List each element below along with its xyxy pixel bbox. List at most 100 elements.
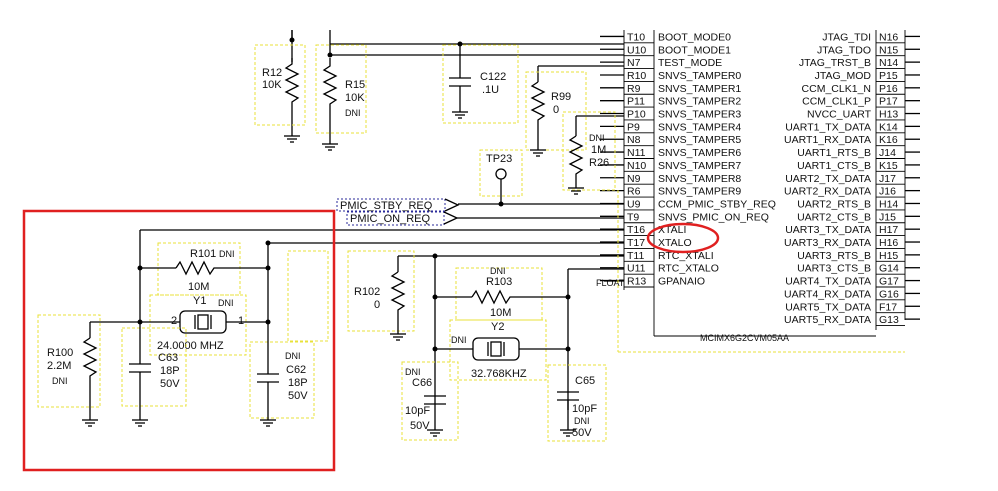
pin-name: SNVS_TAMPER9 (658, 186, 741, 198)
c66-value: 10pF (405, 405, 430, 417)
chip-part-number: MCIMX6G2CVM05AA (700, 333, 789, 343)
pin-name: SNVS_TAMPER5 (658, 134, 741, 146)
pin-number: G16 (879, 288, 899, 300)
c66-note: DNI (405, 367, 421, 377)
pin-number: H16 (879, 237, 898, 249)
pin-name: UART3_TX_DATA (785, 224, 871, 236)
pin-number: R6 (627, 186, 641, 198)
pin-number: N11 (627, 147, 646, 159)
net-label-pmic-on: PMIC_ON_REQ (350, 213, 431, 225)
r101-body (175, 260, 268, 276)
ground-icon (82, 412, 98, 427)
net-label-float: FLOAT (596, 278, 625, 288)
c62-value: 18P (288, 377, 308, 389)
c63-ref: C63 (158, 352, 178, 364)
pin-name: BOOT_MODE0 (658, 31, 731, 43)
c65-ref: C65 (575, 375, 595, 387)
r102-ref: R102 (354, 286, 380, 298)
r101-note: DNI (219, 249, 235, 259)
y1-ref: Y1 (193, 295, 206, 307)
r15-body (322, 58, 338, 138)
r99-value: 0 (553, 104, 559, 116)
y2-note: DNI (451, 335, 467, 345)
pin-name: RTC_XTALI (658, 250, 714, 262)
pin-number: U9 (627, 198, 641, 210)
pin-name: JTAG_TRST_B (799, 57, 871, 69)
pin-name: SNVS_TAMPER2 (658, 96, 741, 108)
pin-number: J15 (879, 211, 896, 223)
pin-name: SNVS_TAMPER7 (658, 160, 741, 172)
pin-name: UART2_TX_DATA (785, 173, 871, 185)
r103-body (471, 289, 568, 305)
c65-note: DNI (574, 416, 590, 426)
pin-name: SNVS_TAMPER8 (658, 173, 741, 185)
ground-icon (284, 128, 300, 143)
pin-name: UART4_RX_DATA (784, 288, 871, 300)
r103-value: 10M (490, 307, 511, 319)
y2-ref: Y2 (491, 321, 504, 333)
pin-number: K14 (879, 121, 898, 133)
r99-ref: R99 (551, 91, 571, 103)
pin-number: J16 (879, 186, 896, 198)
pin-number: P11 (627, 96, 645, 108)
ground-icon (322, 138, 338, 151)
r15-note: DNI (345, 108, 361, 118)
c66-voltage: 50V (410, 420, 430, 432)
pin-number: J14 (879, 147, 896, 159)
pin-name: UART3_RTS_B (797, 250, 871, 262)
pin-number: U11 (627, 263, 646, 275)
c122: C122 .1U (442, 41, 519, 124)
pin-name: UART4_TX_DATA (785, 276, 871, 288)
pin-name: UART2_RX_DATA (784, 186, 871, 198)
pin-name: SNVS_TAMPER3 (658, 109, 741, 121)
r100-ref: R100 (47, 347, 73, 359)
r12-body (284, 58, 300, 128)
pin-number: N16 (879, 31, 898, 43)
r101-value: 10M (188, 281, 209, 293)
pin-name: JTAG_TDO (817, 44, 871, 56)
r102-body (390, 271, 406, 334)
r100-value: 2.2M (47, 360, 71, 372)
pin-number: N15 (879, 44, 898, 56)
pin-name: CCM_CLK1_P (802, 96, 871, 108)
pin-number: P9 (627, 121, 640, 133)
pin-number: F17 (879, 301, 897, 313)
highlight-ellipse (646, 222, 720, 254)
r102-value: 0 (374, 299, 380, 311)
r103-note: DNI (490, 266, 506, 276)
pin-name: UART5_RX_DATA (784, 314, 871, 326)
pin-name: UART3_CTS_B (797, 263, 871, 275)
pin-number: R10 (627, 70, 646, 82)
pin-number: T11 (627, 250, 644, 262)
pin-number: K15 (879, 160, 898, 172)
pin-number: H13 (879, 109, 898, 121)
pmic-nets: PMIC_STBY_REQ PMIC_ON_REQ (336, 198, 624, 226)
pin-number: T17 (627, 237, 645, 249)
pin-name: RTC_XTALO (658, 263, 719, 275)
pin-number: J17 (879, 173, 896, 185)
c62-voltage: 50V (288, 390, 308, 402)
pin-number: P17 (879, 96, 898, 108)
ground-icon (568, 187, 584, 195)
r12-ref: R12 (262, 67, 282, 79)
pin-name: UART2_CTS_B (797, 211, 871, 223)
pin-name: UART1_CTS_B (797, 160, 871, 172)
ground-icon (260, 419, 276, 427)
pin-number: R9 (627, 83, 641, 95)
pin-name: UART3_RX_DATA (784, 237, 871, 249)
test-mode-section: R99 0 DNI 1M R26 TP23 (479, 65, 624, 207)
y1-note: DNI (218, 298, 234, 308)
pin-name: CCM_PMIC_STBY_REQ (658, 198, 776, 210)
r101-ref: R101 (190, 248, 216, 260)
c122-ref: C122 (480, 71, 506, 83)
ground-icon (452, 111, 468, 119)
highlight-box (22, 209, 336, 472)
pin-name: NVCC_UART (807, 109, 872, 121)
ground-icon (530, 149, 546, 157)
pin-name: BOOT_MODE1 (658, 44, 731, 56)
pin-name: UART1_RTS_B (797, 147, 871, 159)
y1-freq: 24.0000 MHZ (157, 340, 224, 352)
ground-icon (427, 412, 443, 437)
pin-number: N8 (627, 134, 641, 146)
